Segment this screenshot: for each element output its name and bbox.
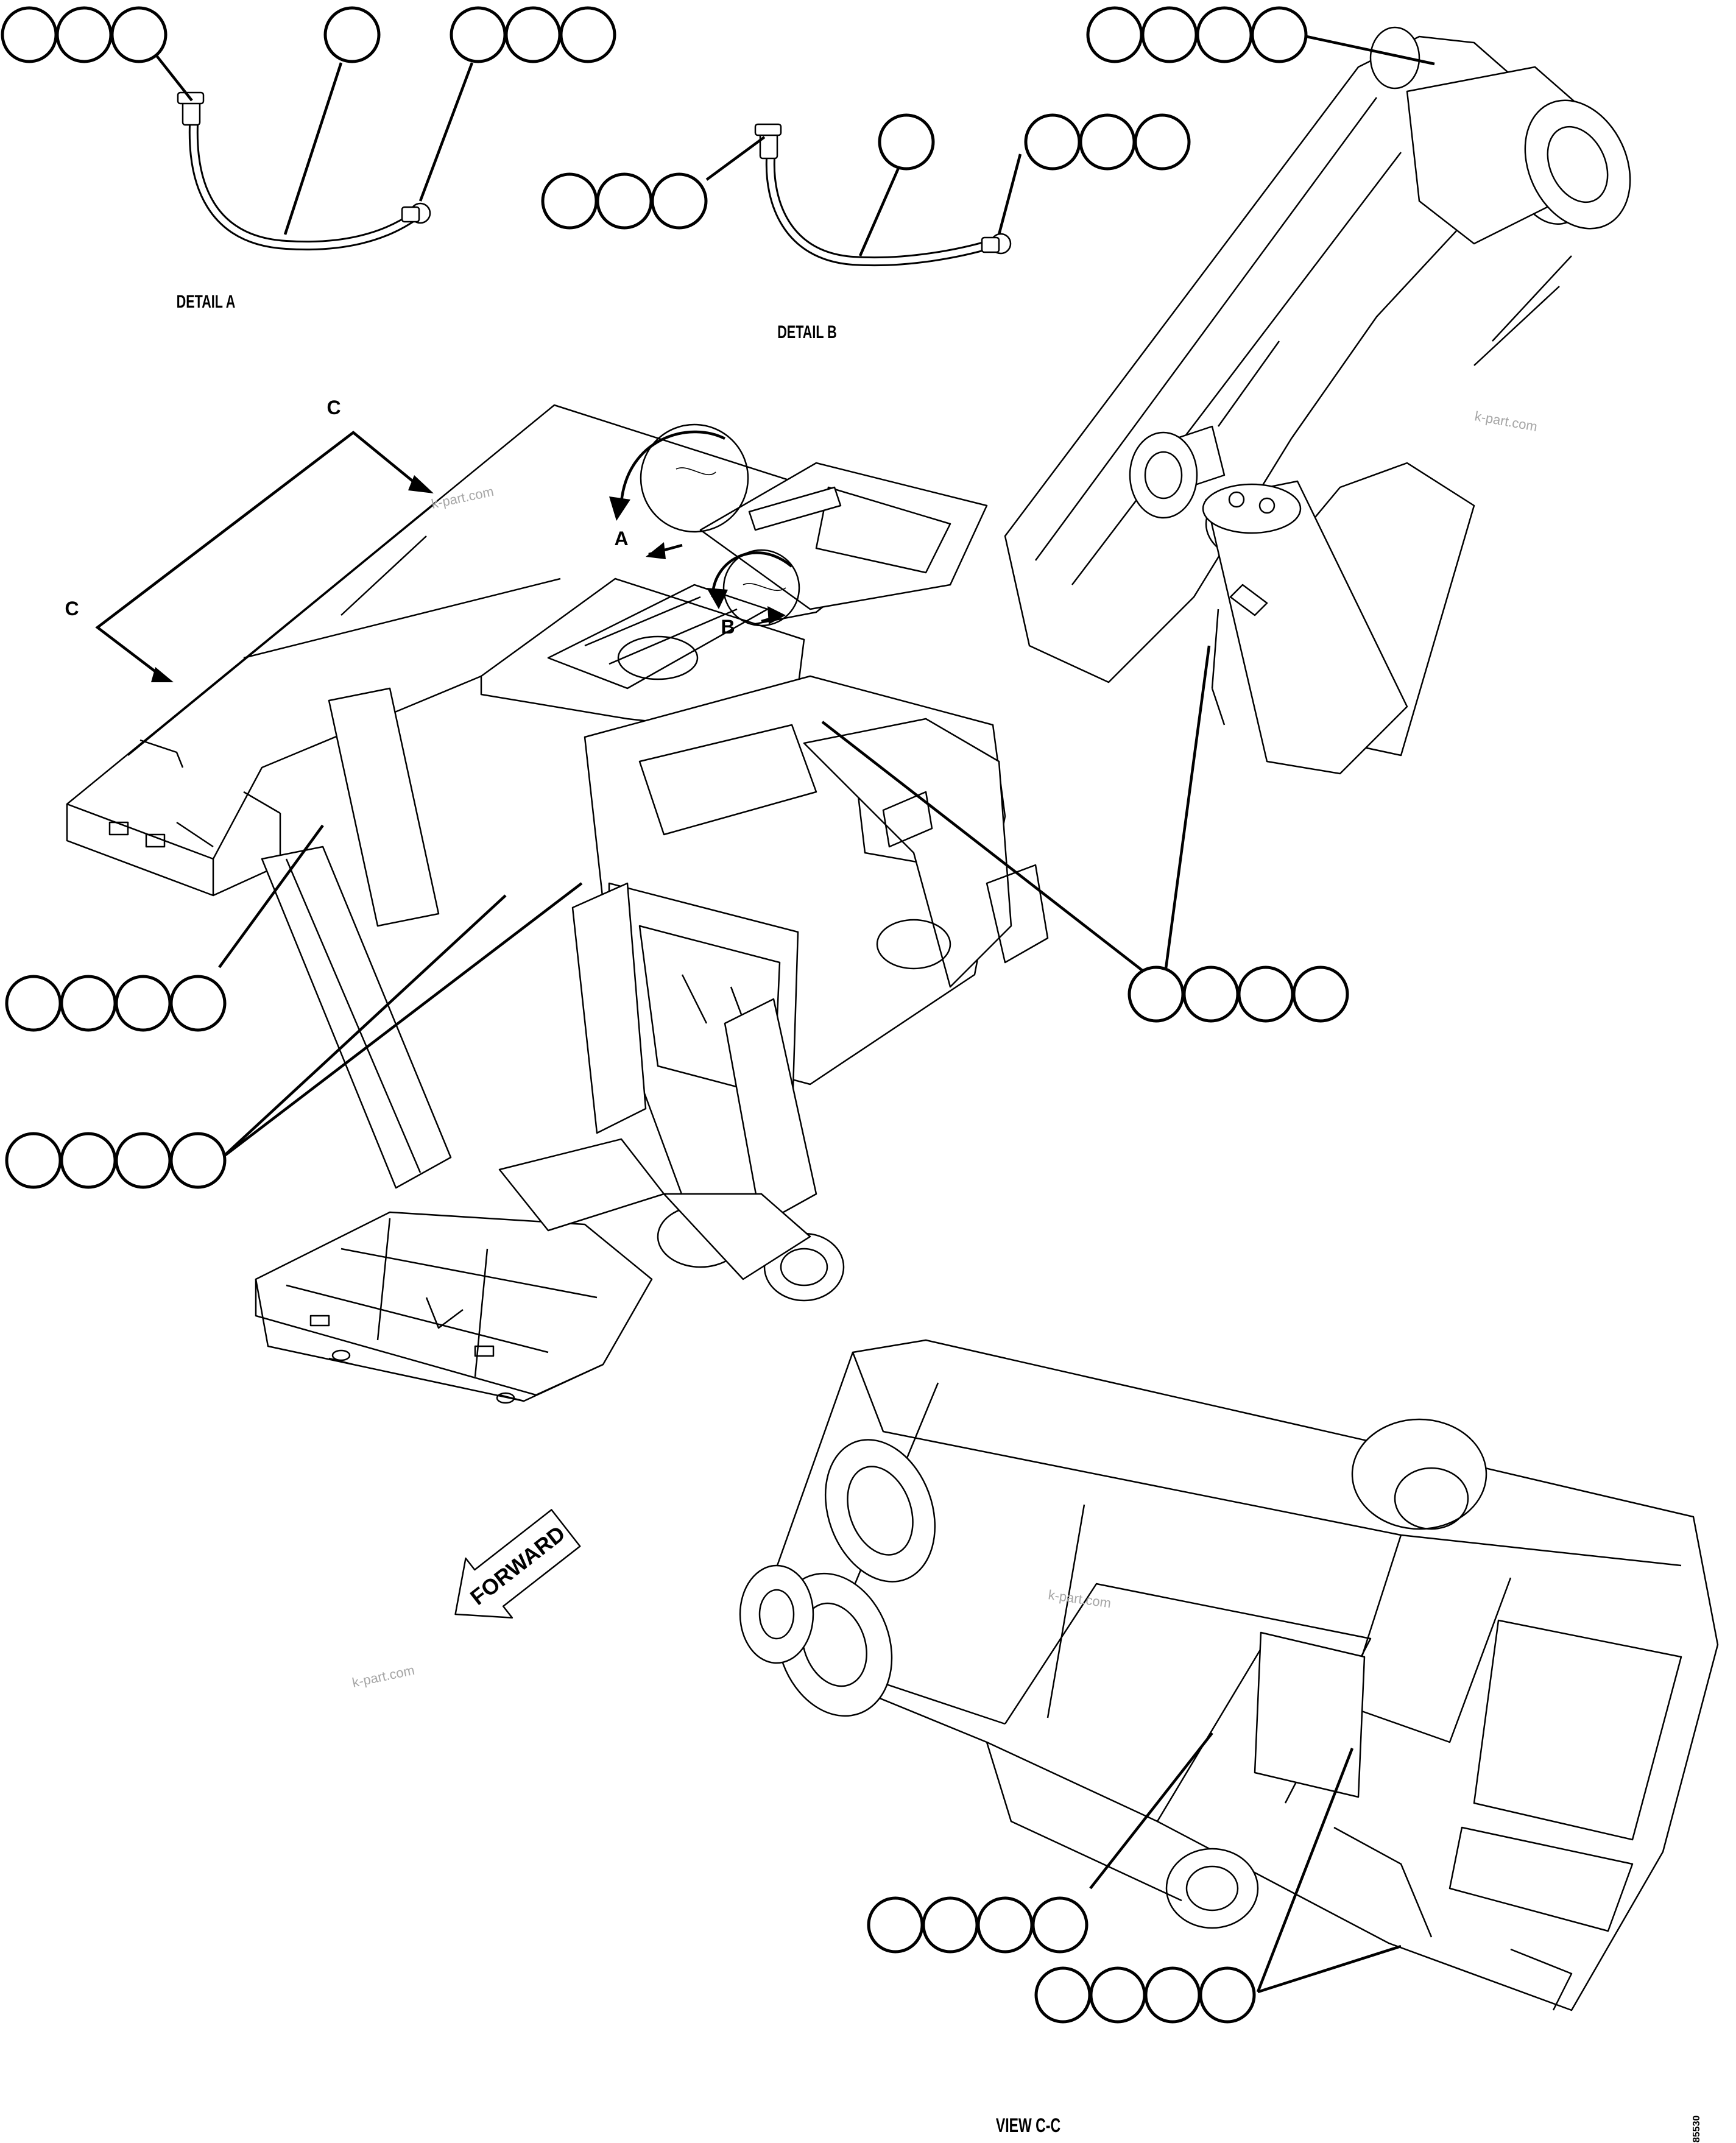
view-cc-drawing — [739, 1339, 1719, 2011]
callout-balloon — [651, 172, 708, 230]
callout-balloon — [878, 113, 935, 171]
callout-balloon — [110, 6, 168, 63]
callout-balloon — [1079, 113, 1136, 171]
balloons-view-cc-bottom — [1034, 1966, 1256, 2024]
callout-balloon — [1, 6, 58, 63]
callout-balloon — [55, 6, 113, 63]
callout-balloon — [1024, 113, 1081, 171]
forward-arrow: FORWARD — [454, 1509, 581, 1619]
balloons-detail-b-right — [1024, 113, 1191, 171]
callout-balloon — [1031, 1896, 1089, 1954]
callout-balloon — [867, 1896, 924, 1954]
balloons-detail-a-right — [450, 6, 616, 63]
section-c-arrows — [95, 431, 434, 682]
main-frame-assembly — [66, 26, 1631, 1404]
detail-a-hose-drawing — [177, 91, 431, 251]
section-c-top-label: C — [326, 397, 340, 418]
callout-balloon — [5, 975, 62, 1032]
callout-balloon — [1292, 966, 1349, 1023]
balloons-frame-left-upper — [5, 975, 227, 1032]
callout-balloon — [1034, 1966, 1092, 2024]
callout-balloon — [115, 975, 172, 1032]
leader-lines — [150, 35, 1435, 1994]
callout-balloon — [541, 172, 598, 230]
balloons-frame-left-lower — [5, 1132, 227, 1189]
callout-balloon — [169, 1132, 227, 1189]
callout-balloon — [60, 1132, 117, 1189]
watermark-4: k-part.com — [351, 1662, 416, 1690]
callout-balloon — [5, 1132, 62, 1189]
callout-balloon — [596, 172, 653, 230]
balloons-detail-b-left — [541, 172, 708, 230]
callout-balloon — [1134, 113, 1191, 171]
watermark-2: k-part.com — [1473, 408, 1539, 434]
detail-ref-b-label: B — [721, 616, 735, 638]
detail-reference-arrows — [609, 430, 793, 624]
callout-balloon — [60, 975, 117, 1032]
callout-balloon — [504, 6, 562, 63]
callout-balloon — [450, 6, 507, 63]
callout-balloon — [1127, 966, 1185, 1023]
callout-balloon — [1196, 6, 1253, 63]
callout-balloon — [1182, 966, 1240, 1023]
detail-a-label: DETAIL A — [177, 291, 236, 311]
callout-balloon — [1199, 1966, 1256, 2024]
balloons-detail-b-hose — [878, 113, 935, 171]
section-c-left-label: C — [65, 598, 79, 620]
balloons-frame-right-center — [1127, 966, 1349, 1023]
callout-balloon — [1089, 1966, 1146, 2024]
callout-balloon — [323, 6, 381, 63]
balloons-boom-top — [1086, 6, 1308, 63]
callout-balloon — [1251, 6, 1308, 63]
detail-b-hose-drawing — [754, 123, 1012, 267]
callout-balloon — [1237, 966, 1294, 1023]
balloons-view-cc-left — [867, 1896, 1089, 1954]
drawing-number: 85530 — [1692, 2116, 1702, 2143]
detail-ref-a-label: A — [614, 528, 628, 549]
callout-balloon — [1141, 6, 1198, 63]
callout-balloon — [169, 975, 227, 1032]
callout-balloon — [922, 1896, 979, 1954]
view-cc-label: VIEW C-C — [996, 2114, 1060, 2136]
callout-balloon — [976, 1896, 1034, 1954]
callout-balloon — [115, 1132, 172, 1189]
callout-balloon — [1144, 1966, 1201, 2024]
balloons-detail-a-left — [1, 6, 168, 63]
balloons-detail-a-hose — [323, 6, 381, 63]
callout-balloon — [1086, 6, 1143, 63]
callout-balloon — [559, 6, 616, 63]
detail-b-label: DETAIL B — [777, 321, 837, 342]
